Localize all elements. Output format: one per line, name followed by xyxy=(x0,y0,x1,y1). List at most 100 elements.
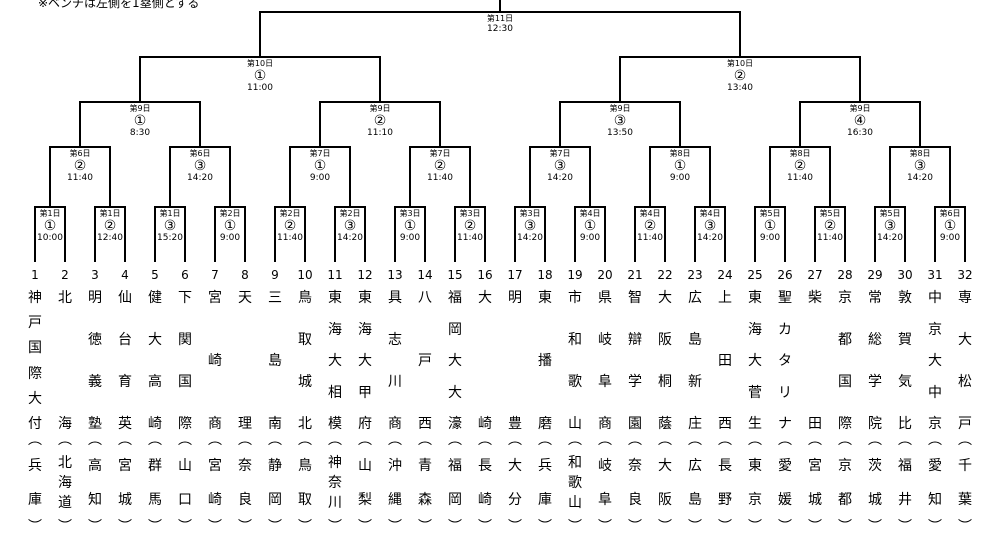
match-day: 第2日 xyxy=(219,209,241,218)
match-time: 16:30 xyxy=(847,128,873,138)
match-number: ③ xyxy=(523,218,537,234)
team-prefecture: ︵福岡︶ xyxy=(448,432,462,535)
match-day: 第6日 xyxy=(69,149,91,158)
match-day: 第9日 xyxy=(849,104,871,113)
team-prefecture: ︵愛知︶ xyxy=(928,432,942,535)
team-name: 三島南 xyxy=(268,290,282,432)
team-name: 柴田 xyxy=(808,290,822,432)
match-day: 第7日 xyxy=(429,149,451,158)
match-day: 第3日 xyxy=(399,209,421,218)
team-name: 常総学院 xyxy=(868,290,882,432)
team-number: 29 xyxy=(867,268,883,282)
match-day: 第1日 xyxy=(99,209,121,218)
team-prefecture: ︵山梨︶ xyxy=(358,432,372,535)
match-day: 第1日 xyxy=(159,209,181,218)
team-prefecture: ︵和歌山︶ xyxy=(568,432,582,535)
team-name: 具志川商 xyxy=(388,290,402,432)
match-number: ② xyxy=(433,158,447,174)
team-number: 4 xyxy=(121,268,129,282)
team-prefecture: ︵京都︶ xyxy=(838,432,852,535)
match-time: 8:30 xyxy=(129,128,151,138)
team-name: 下関国際 xyxy=(178,290,192,432)
team-number: 13 xyxy=(387,268,403,282)
team-prefecture: ︵広島︶ xyxy=(688,432,702,535)
team-prefecture: ︵長野︶ xyxy=(718,432,732,535)
match-number: ④ xyxy=(853,113,867,129)
match-number: ③ xyxy=(163,218,177,234)
match-time: 12:30 xyxy=(487,24,513,34)
team-number: 10 xyxy=(297,268,313,282)
match-day: 第9日 xyxy=(609,104,631,113)
match-day: 第5日 xyxy=(819,209,841,218)
team-number: 3 xyxy=(91,268,99,282)
team-name: 東海大菅生 xyxy=(748,290,762,432)
match-time: 9:00 xyxy=(759,233,781,243)
team-prefecture: ︵北海道︶ xyxy=(58,432,72,535)
team-number: 8 xyxy=(241,268,249,282)
team-number: 31 xyxy=(927,268,943,282)
team-prefecture: ︵大阪︶ xyxy=(658,432,672,535)
match-time: 14:20 xyxy=(697,233,723,243)
team-number: 21 xyxy=(627,268,643,282)
team-number: 5 xyxy=(151,268,159,282)
match-time: 9:00 xyxy=(669,173,691,183)
match-time: 11:40 xyxy=(277,233,303,243)
team-name: 明豊 xyxy=(508,290,522,432)
match-number: ② xyxy=(373,113,387,129)
team-name: 天理 xyxy=(238,290,252,432)
match-time: 11:40 xyxy=(637,233,663,243)
match-day: 第8日 xyxy=(669,149,691,158)
team-number: 23 xyxy=(687,268,703,282)
match-time: 14:20 xyxy=(517,233,543,243)
match-number: ② xyxy=(463,218,477,234)
match-number: ① xyxy=(403,218,417,234)
team-prefecture: ︵茨城︶ xyxy=(868,432,882,535)
match-day: 第7日 xyxy=(309,149,331,158)
team-prefecture: ︵愛媛︶ xyxy=(778,432,792,535)
match-day: 第8日 xyxy=(789,149,811,158)
match-day: 第8日 xyxy=(909,149,931,158)
team-prefecture: ︵奈良︶ xyxy=(628,432,642,535)
match-time: 11:00 xyxy=(247,83,273,93)
team-number: 24 xyxy=(717,268,733,282)
team-prefecture: ︵宮城︶ xyxy=(118,432,132,535)
team-name: 健大高崎 xyxy=(148,290,162,432)
team-prefecture: ︵鳥取︶ xyxy=(298,432,312,535)
team-name: 県岐阜商 xyxy=(598,290,612,432)
team-name: 福岡大大濠 xyxy=(448,290,462,432)
team-number: 20 xyxy=(597,268,613,282)
team-prefecture: ︵高知︶ xyxy=(88,432,102,535)
team-prefecture: ︵千葉︶ xyxy=(958,432,972,535)
match-number: ① xyxy=(763,218,777,234)
match-day: 第3日 xyxy=(459,209,481,218)
team-prefecture: ︵沖縄︶ xyxy=(388,432,402,535)
match-time: 14:20 xyxy=(337,233,363,243)
match-time: 11:40 xyxy=(817,233,843,243)
match-time: 14:20 xyxy=(907,173,933,183)
match-day: 第6日 xyxy=(189,149,211,158)
team-prefecture: ︵兵庫︶ xyxy=(538,432,552,535)
team-number: 27 xyxy=(807,268,823,282)
match-day: 第1日 xyxy=(39,209,61,218)
match-number: ① xyxy=(943,218,957,234)
match-number: ③ xyxy=(613,113,627,129)
team-name: 仙台育英 xyxy=(118,290,132,432)
team-prefecture: ︵静岡︶ xyxy=(268,432,282,535)
